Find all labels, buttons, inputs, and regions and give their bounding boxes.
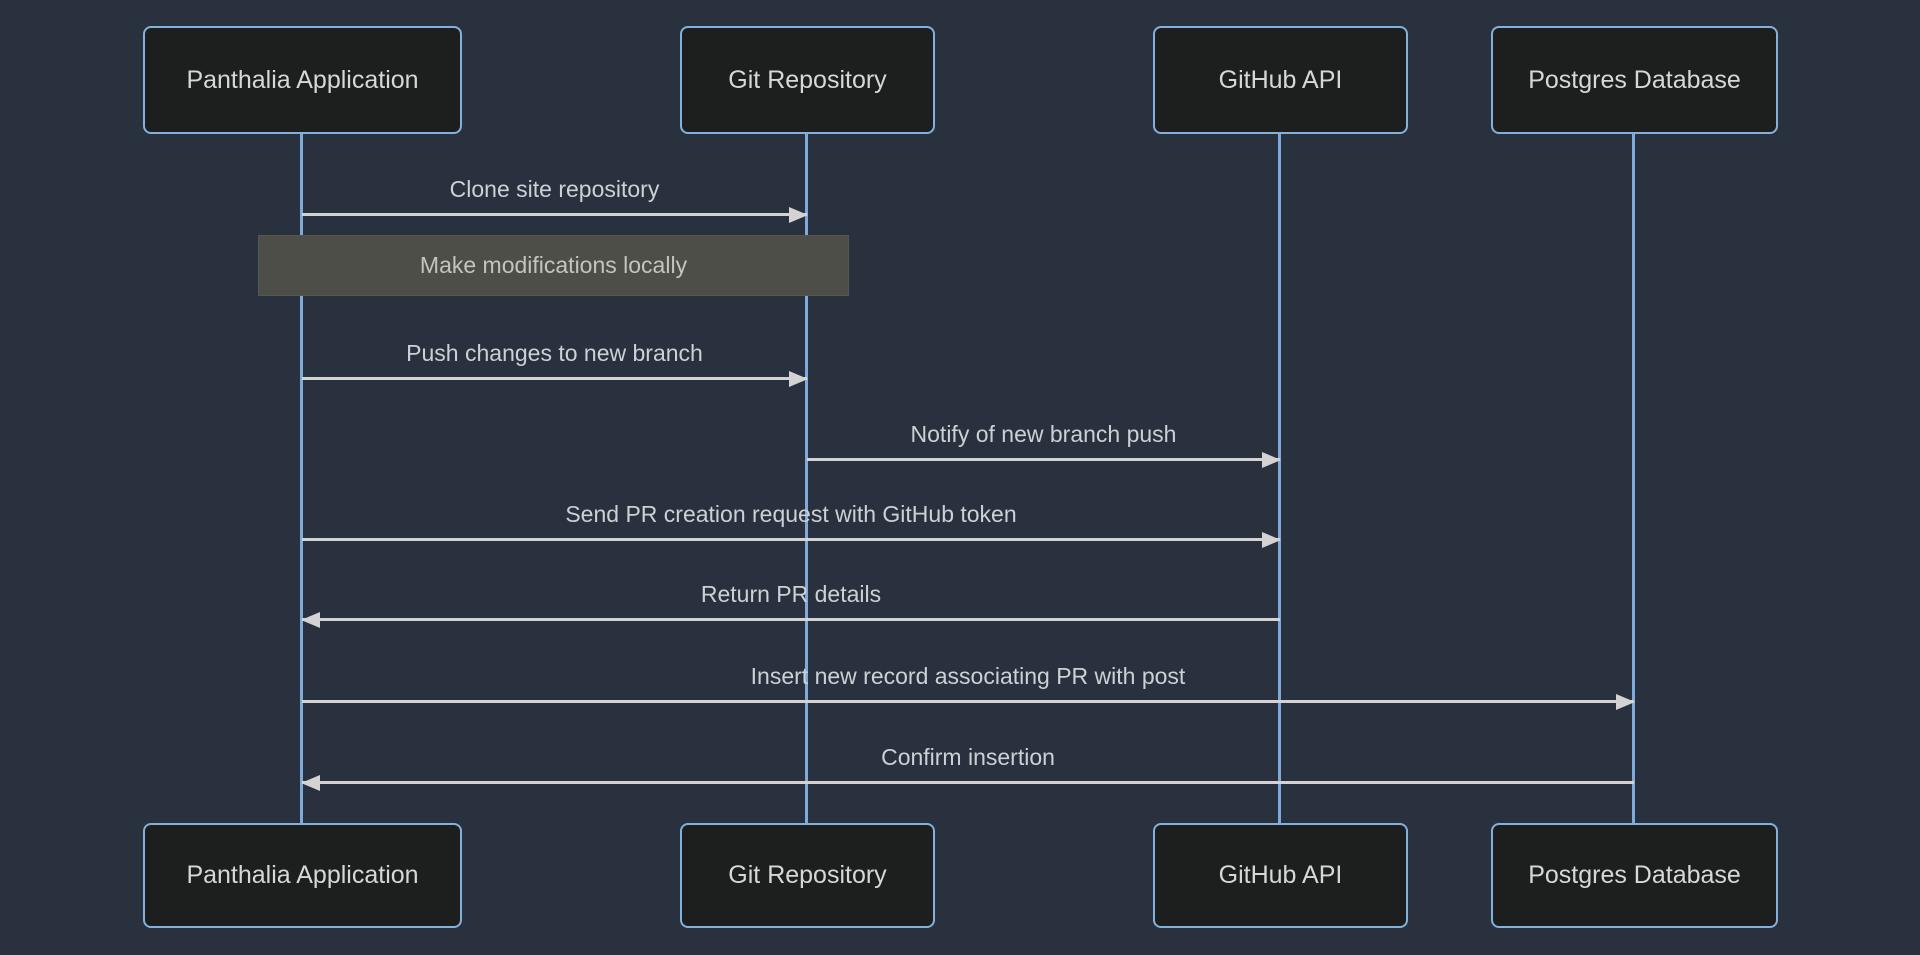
actor-bottom-github-api: GitHub API	[1153, 823, 1408, 928]
message-arrow-line	[301, 611, 1280, 628]
message-send-pr-creation-request: Send PR creation request with GitHub tok…	[302, 492, 1281, 548]
actor-label: Postgres Database	[1528, 65, 1741, 94]
arrowhead-left-icon	[301, 774, 320, 791]
actor-bottom-postgres-database: Postgres Database	[1491, 823, 1778, 928]
message-notify-of-new-branch-push: Notify of new branch push	[807, 412, 1281, 468]
lifeline-git-repository	[805, 134, 808, 823]
actor-top-github-api: GitHub API	[1153, 26, 1408, 134]
actor-top-git-repository: Git Repository	[680, 26, 935, 134]
message-label: Push changes to new branch	[406, 340, 703, 366]
arrowhead-right-icon	[1616, 693, 1635, 710]
actor-label: Git Repository	[728, 861, 887, 889]
arrowhead-right-icon	[789, 206, 808, 223]
message-label: Insert new record associating PR with po…	[750, 663, 1186, 689]
arrowhead-left-icon	[301, 611, 320, 628]
arrowhead-right-icon	[789, 370, 808, 387]
actor-label: Panthalia Application	[186, 861, 419, 889]
lifeline-panthalia-application	[300, 134, 303, 823]
arrowhead-right-icon	[1262, 451, 1281, 468]
note-label: Make modifications locally	[419, 252, 688, 278]
message-return-pr-details: Return PR details	[301, 572, 1280, 628]
arrowhead-right-icon	[1262, 531, 1281, 548]
actor-label: Panthalia Application	[186, 65, 419, 94]
actor-bottom-git-repository: Git Repository	[680, 823, 935, 928]
actor-label: Git Repository	[728, 65, 887, 94]
message-arrow-line	[807, 451, 1281, 468]
message-label: Notify of new branch push	[910, 421, 1177, 447]
actor-label: GitHub API	[1218, 861, 1343, 889]
actor-label: GitHub API	[1218, 65, 1343, 94]
lifeline-github-api	[1278, 134, 1281, 823]
message-insert-new-record: Insert new record associating PR with po…	[302, 654, 1635, 710]
message-arrow-line	[302, 370, 808, 387]
message-arrow-line	[302, 693, 1635, 710]
note-make-modifications-locally: Make modifications locally	[258, 235, 849, 296]
message-clone-site-repository: Clone site repository	[302, 167, 808, 223]
message-push-changes-to-new-branch: Push changes to new branch	[302, 331, 808, 387]
message-label: Confirm insertion	[881, 744, 1055, 770]
message-arrow-line	[302, 531, 1281, 548]
message-label: Return PR details	[700, 581, 882, 607]
message-label: Send PR creation request with GitHub tok…	[565, 501, 1017, 527]
message-label: Clone site repository	[449, 176, 660, 202]
actor-top-panthalia-application: Panthalia Application	[143, 26, 462, 134]
actor-top-postgres-database: Postgres Database	[1491, 26, 1778, 134]
lifeline-postgres-database	[1632, 134, 1635, 823]
message-confirm-insertion: Confirm insertion	[301, 735, 1634, 791]
actor-label: Postgres Database	[1528, 861, 1741, 889]
actor-bottom-panthalia-application: Panthalia Application	[143, 823, 462, 928]
message-arrow-line	[302, 206, 808, 223]
message-arrow-line	[301, 774, 1634, 791]
